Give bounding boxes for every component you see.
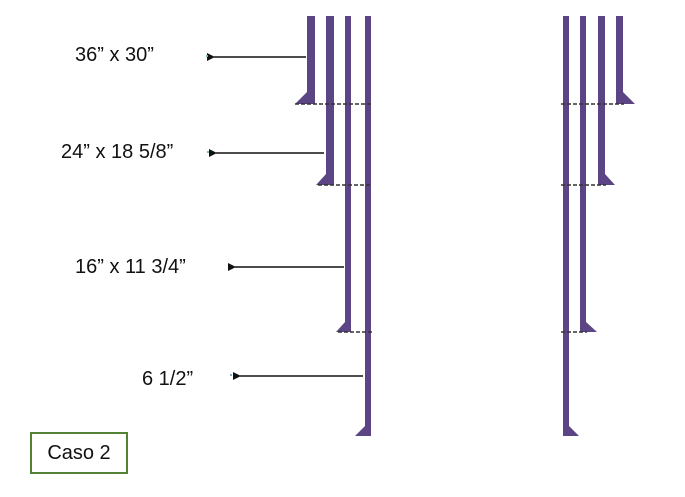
right-pipe-2	[580, 16, 586, 332]
right-pipe-4	[616, 16, 623, 104]
left-flare-3	[336, 322, 345, 332]
label-level-4: 6 1/2”	[142, 368, 194, 390]
right-flare-4	[569, 426, 579, 436]
left-pipe-4	[365, 16, 371, 436]
left-tower	[295, 16, 371, 436]
right-pipe-3	[598, 16, 605, 185]
right-tower	[563, 16, 635, 436]
left-flare-1	[295, 92, 307, 104]
right-flare-1	[623, 92, 635, 104]
case-label: Caso 2	[47, 441, 111, 464]
label-level-1: 36” x 30”	[75, 44, 154, 66]
left-flare-2	[316, 174, 326, 185]
left-step-lines	[295, 103, 372, 333]
right-flare-2	[605, 174, 615, 185]
right-pipe-1	[563, 16, 569, 436]
arrow-tick-3	[230, 374, 232, 376]
left-flare-4	[355, 426, 365, 436]
case-label-box: Caso 2	[30, 432, 128, 474]
left-pipe-1	[307, 16, 315, 104]
label-level-3: 16” x 11 3/4”	[75, 256, 186, 278]
label-level-2: 24” x 18 5/8”	[61, 141, 174, 163]
right-flare-3	[586, 322, 597, 332]
arrow-ticks	[206, 55, 232, 376]
right-step-lines	[561, 103, 624, 333]
arrow-tick-1	[206, 55, 208, 57]
dimension-arrows	[207, 53, 363, 380]
left-pipe-3	[345, 16, 351, 332]
left-pipe-2	[326, 16, 334, 185]
arrow-tick-2	[207, 151, 209, 153]
